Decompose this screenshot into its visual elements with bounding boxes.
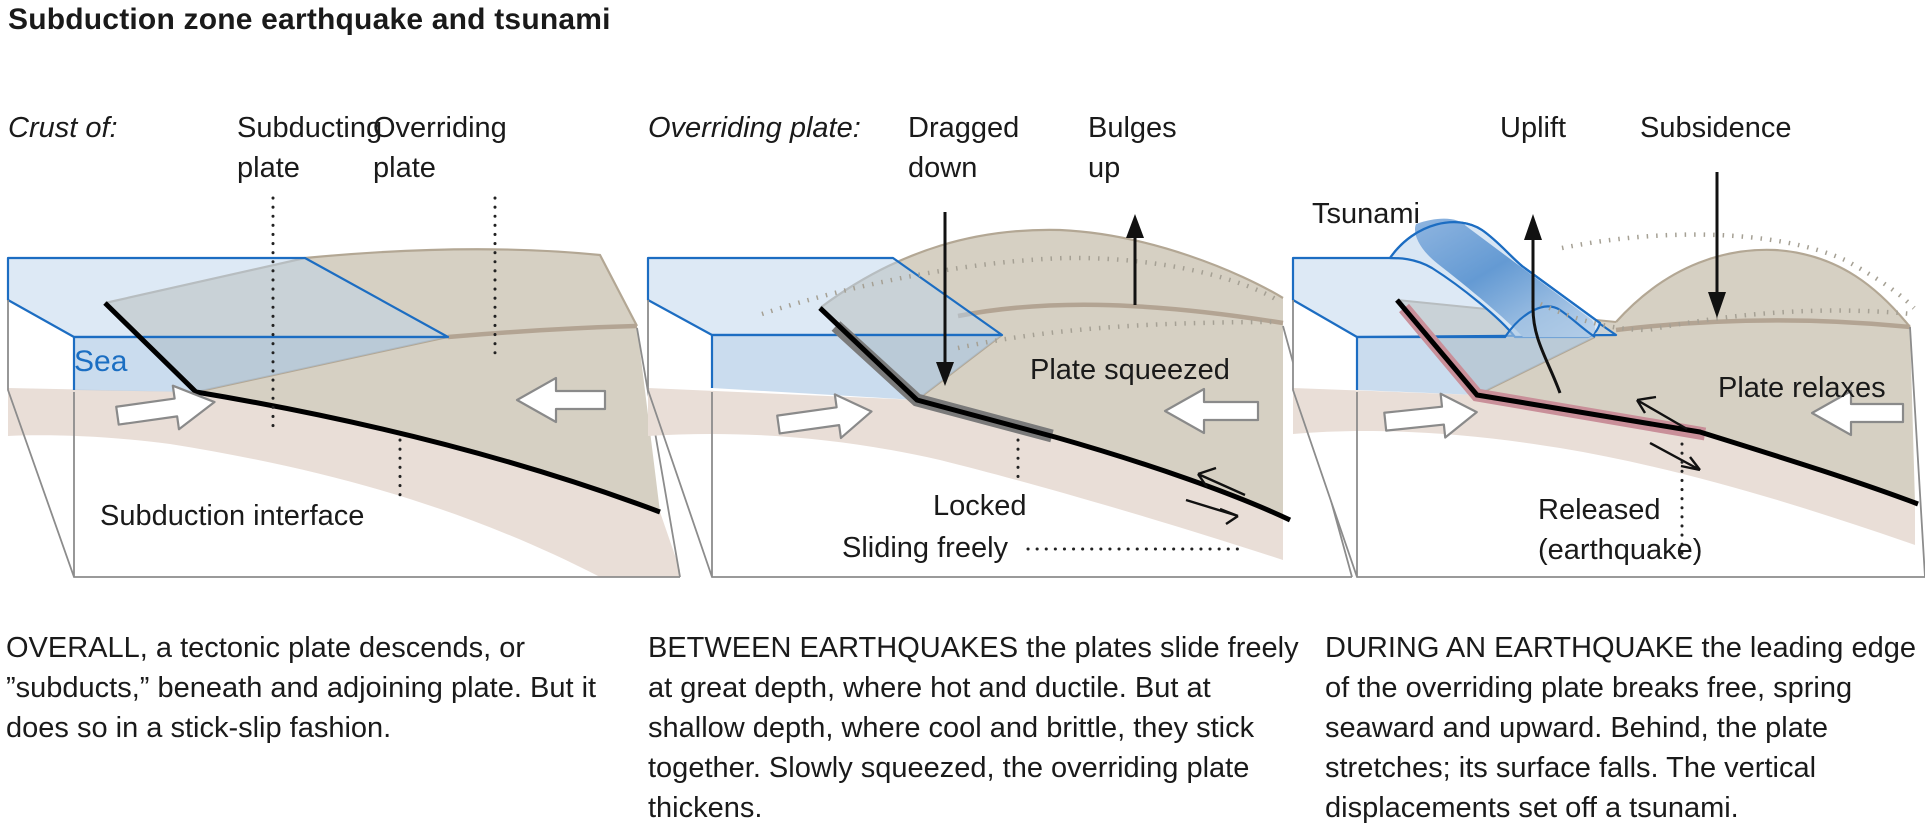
panel-during-block: [1291, 172, 1925, 578]
bulges-up-label-line2: up: [1088, 152, 1121, 184]
released-label-line1: Released: [1538, 494, 1661, 526]
plate-relaxes-label: Plate relaxes: [1718, 372, 1886, 404]
uplift-arrow: [1531, 234, 1562, 394]
subducting-plate-label: Subducting plate: [237, 108, 382, 188]
tsunami-label: Tsunami: [1312, 198, 1420, 230]
plate-squeezed-label: Plate squeezed: [1030, 354, 1230, 386]
locked-label: Locked: [933, 490, 1027, 522]
overriding-plate-heading: Overriding plate:: [648, 112, 861, 144]
subsidence-label: Subsidence: [1640, 112, 1792, 144]
overriding-plate-motion-arrow: [1810, 389, 1905, 437]
subducting-plate-label-line2: plate: [237, 152, 300, 184]
subducting-plate-label-line1: Subducting: [237, 112, 383, 144]
overriding-plate-label: Overriding plate: [373, 108, 507, 188]
subduction-interface-fault: [1395, 298, 1919, 507]
subduction-interface-fault: [103, 301, 661, 515]
figure-title: Subduction zone earthquake and tsunami: [8, 3, 611, 36]
panel-between-block: [646, 212, 1353, 578]
sea-front-face: [712, 335, 1002, 400]
dragged-down-label: Dragged down: [908, 108, 1019, 188]
plate-surface-outline: [1615, 248, 1911, 328]
uplift-label: Uplift: [1500, 112, 1567, 144]
sliding-freely-label: Sliding freely: [842, 532, 1009, 564]
overriding-plate-motion-arrow: [515, 376, 607, 424]
plate-front-edge: [1615, 318, 1911, 333]
plate-surface-outline: [104, 248, 638, 327]
subduction-interface-label: Subduction interface: [100, 500, 365, 532]
plate-front-edge: [447, 323, 638, 340]
bulges-up-label: Bulges up: [1088, 108, 1177, 188]
subducting-plate: [648, 388, 1283, 560]
former-surface-dotted: [761, 255, 1279, 317]
subducting-plate: [8, 388, 680, 577]
dragged-down-label-line2: down: [908, 152, 978, 184]
released-label-line2: (earthquake): [1538, 534, 1703, 566]
panel-overall-block: [6, 196, 681, 578]
overriding-plate-motion-arrow: [1163, 387, 1260, 435]
released-earthquake-label: Released (earthquake): [1538, 490, 1702, 570]
block-outline: [1292, 300, 1925, 578]
dragged-down-arrowhead: [936, 362, 954, 386]
crust-of-label: Crust of:: [8, 112, 118, 144]
block-outline: [7, 300, 681, 578]
bulges-up-arrowhead: [1126, 214, 1144, 238]
slip-direction-arrows: [1635, 395, 1701, 472]
slip-direction-arrows: [1185, 466, 1246, 525]
caption-during-earthquake: DURING AN EARTHQUAKE the leading edge of…: [1325, 632, 1917, 824]
subducting-plate-motion-arrow: [115, 384, 216, 431]
waterline-edge: [710, 333, 1002, 388]
subduction-interface-fault: [818, 306, 1292, 523]
bulges-up-label-line1: Bulges: [1088, 112, 1177, 144]
overriding-plate-label-line2: plate: [373, 152, 436, 184]
subsidence-arrowhead: [1708, 292, 1726, 318]
subducting-plate-motion-arrow: [776, 393, 873, 440]
dragged-down-label-line1: Dragged: [908, 112, 1020, 144]
plate-front-edge: [957, 302, 1284, 326]
tsunami-wave-outline: [1389, 221, 1601, 324]
sea-label: Sea: [74, 345, 128, 378]
overriding-plate-label-line1: Overriding: [373, 112, 507, 144]
uplift-arrowhead: [1524, 214, 1542, 240]
subducting-plate-motion-arrow: [1383, 392, 1478, 439]
sea-front-face: [74, 337, 448, 392]
caption-between-earthquakes: BETWEEN EARTHQUAKES the plates slide fre…: [648, 632, 1299, 824]
caption-overall: OVERALL, a tectonic plate descends, or ”…: [6, 632, 597, 744]
